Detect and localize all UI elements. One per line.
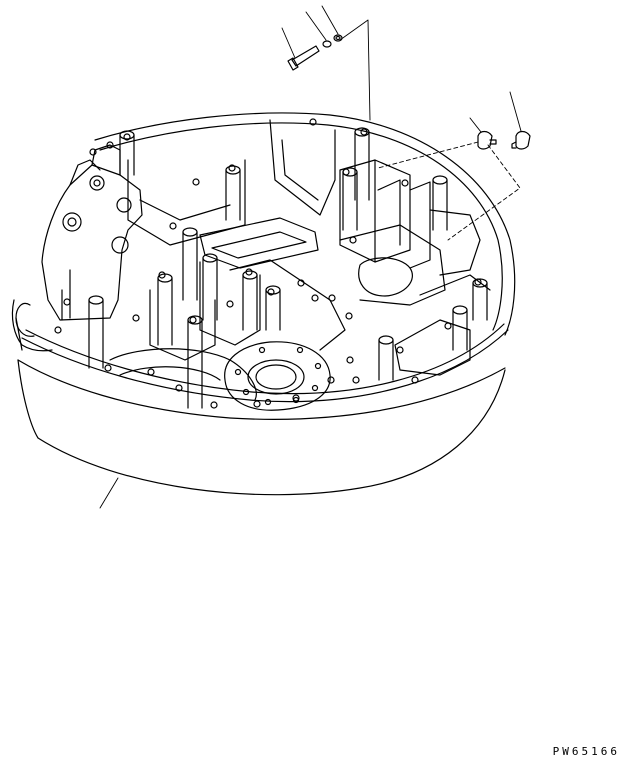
boom-bracket [16,145,142,350]
pillar [203,254,217,320]
pillar [226,166,240,220]
pillar [120,131,134,175]
pillar [188,316,202,408]
frame-pillars [89,128,487,408]
drawing-reference-code: PW65166 [552,745,620,758]
frame-rim [12,113,514,351]
pillar [89,296,103,368]
pillar [266,286,280,330]
plug-screws [478,132,530,150]
pillar [183,228,197,300]
bolt-holes [55,119,481,408]
right-bracket-block [340,160,480,275]
pillar [453,306,467,350]
bolt-assembly [288,35,342,70]
pillar [158,274,172,345]
swing-bearing-mount [225,342,330,410]
leader-lines [100,6,521,508]
interior-structure [110,120,490,400]
pillar [243,271,257,330]
pillar [379,336,393,380]
pillar [433,176,447,230]
